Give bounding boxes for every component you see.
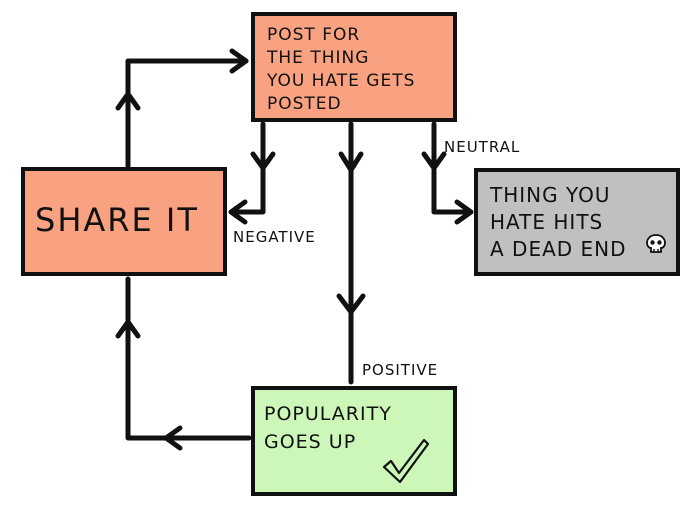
arrowhead-upward-share-loop <box>115 91 141 111</box>
node-popularity-label: POPULARITY GOES UP <box>264 403 392 453</box>
arrowhead-popularity-left <box>163 425 183 451</box>
edge-popularity-to-share <box>125 276 252 441</box>
node-post-gets-posted: POST FOR THE THING YOU HATE GETS POSTED <box>251 12 457 122</box>
node-post-label: POST FOR THE THING YOU HATE GETS POSTED <box>267 25 416 114</box>
arrowhead-positive-lower <box>336 293 366 315</box>
node-share-it: SHARE IT <box>21 167 227 276</box>
edge-label-positive: POSITIVE <box>362 361 439 379</box>
node-dead-end-label: THING YOU HATE HITS A DEAD END <box>490 183 627 261</box>
arrowhead-share-to-post <box>229 48 249 74</box>
edge-share-to-post <box>125 58 249 169</box>
arrowhead-share-from-below <box>115 319 141 339</box>
arrowhead-neutral-right <box>454 199 474 225</box>
arrowhead-neutral-down <box>421 151 447 171</box>
edge-negative <box>229 121 266 215</box>
node-popularity-goes-up: POPULARITY GOES UP <box>251 386 457 496</box>
arrowhead-negative-down <box>250 151 276 171</box>
arrowhead-negative-left <box>228 199 248 225</box>
skull-icon <box>646 234 666 253</box>
edge-label-neutral: NEUTRAL <box>444 138 521 156</box>
node-dead-end: THING YOU HATE HITS A DEAD END <box>474 168 680 276</box>
node-share-label: SHARE IT <box>35 201 199 239</box>
edge-label-negative: NEGATIVE <box>233 228 316 246</box>
checkmark-icon <box>382 438 430 484</box>
arrowhead-positive-upper <box>338 151 364 173</box>
edge-neutral <box>431 121 473 215</box>
